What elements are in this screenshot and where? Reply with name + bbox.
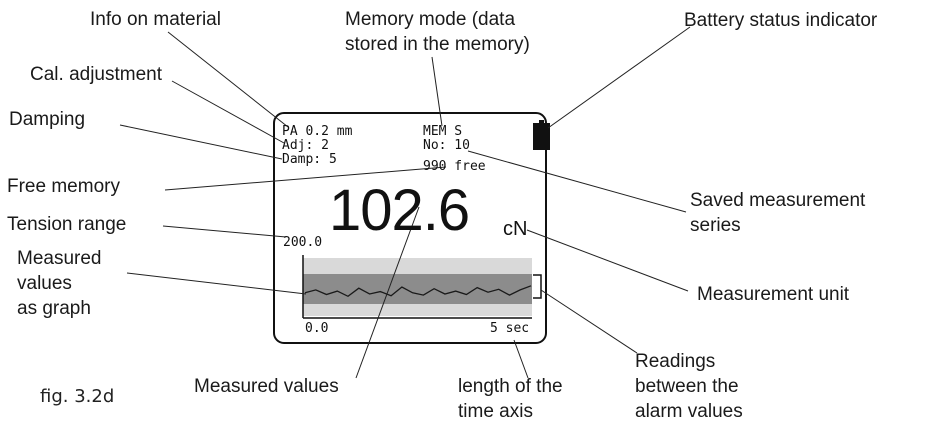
annotation-time-axis: length of the time axis <box>458 374 563 424</box>
lcd-memory-mode: MEM S <box>423 124 463 139</box>
annotation-readings-line2: between the <box>635 376 739 397</box>
leader-measured-values <box>355 206 420 379</box>
annotation-readings: Readings between the alarm values <box>635 349 743 424</box>
leader-info-material <box>167 31 289 128</box>
graph-axis-end: 5 sec <box>490 321 530 336</box>
lcd-free-memory: 990 free <box>423 159 486 174</box>
leader-memory-mode <box>431 56 443 127</box>
annotation-measured-values: Measured values <box>194 376 339 397</box>
leader-battery <box>547 26 691 129</box>
annotation-saved-series: Saved measurement series <box>690 188 865 238</box>
leader-cal-adjustment <box>171 80 285 144</box>
annotation-tension-range: Tension range <box>7 214 127 235</box>
leader-free-memory <box>164 166 447 191</box>
leader-time-axis <box>513 339 529 379</box>
graph-area <box>302 255 542 319</box>
tension-range-value: 200.0 <box>283 235 323 250</box>
annotation-readings-line1: Readings <box>635 351 716 372</box>
annotation-readings-line3: alarm values <box>635 401 743 422</box>
annotation-battery: Battery status indicator <box>684 10 878 31</box>
alarm-range-band <box>303 274 532 304</box>
leader-measurement-unit <box>526 229 689 292</box>
annotation-measured-graph-line2: values <box>17 273 72 294</box>
leader-measured-graph <box>126 272 307 295</box>
measurement-unit-label: cN <box>503 218 528 240</box>
leader-readings <box>540 289 638 354</box>
figure-label: fig. 3.2d <box>40 386 115 407</box>
lcd-adjustment: Adj: 2 <box>282 138 329 153</box>
alarm-range-bracket <box>533 274 542 299</box>
measured-value-readout: 102.6 <box>329 178 470 243</box>
annotation-cal-adjustment: Cal. adjustment <box>30 64 163 85</box>
annotation-time-axis-line1: length of the <box>458 376 563 397</box>
leader-lines <box>119 26 691 379</box>
annotation-measured-graph-line1: Measured <box>17 248 102 269</box>
leader-saved-series <box>467 150 687 213</box>
annotation-time-axis-line2: time axis <box>458 401 533 422</box>
annotation-memory-mode-line2: stored in the memory) <box>345 34 530 55</box>
annotation-saved-series-line1: Saved measurement <box>690 190 866 211</box>
lcd-material: PA 0.2 mm <box>282 124 353 139</box>
annotation-memory-mode: Memory mode (data stored in the memory) <box>345 7 530 57</box>
graph-axis-start: 0.0 <box>305 321 329 336</box>
battery-full-icon <box>533 120 550 150</box>
annotation-damping: Damping <box>9 109 86 130</box>
annotation-measured-graph: Measured values as graph <box>17 246 102 321</box>
leader-damping <box>119 124 283 160</box>
annotation-memory-mode-line1: Memory mode (data <box>345 9 516 30</box>
annotation-measured-graph-line3: as graph <box>17 298 91 319</box>
lcd-damping: Damp: 5 <box>282 152 337 167</box>
annotation-saved-series-line2: series <box>690 215 741 236</box>
annotation-info-on-material: Info on material <box>90 9 221 30</box>
leader-tension-range <box>162 225 287 238</box>
annotation-measurement-unit: Measurement unit <box>697 284 850 305</box>
annotation-free-memory: Free memory <box>7 176 120 197</box>
lcd-series-no: No: 10 <box>423 138 470 153</box>
measurement-trace <box>304 285 532 298</box>
